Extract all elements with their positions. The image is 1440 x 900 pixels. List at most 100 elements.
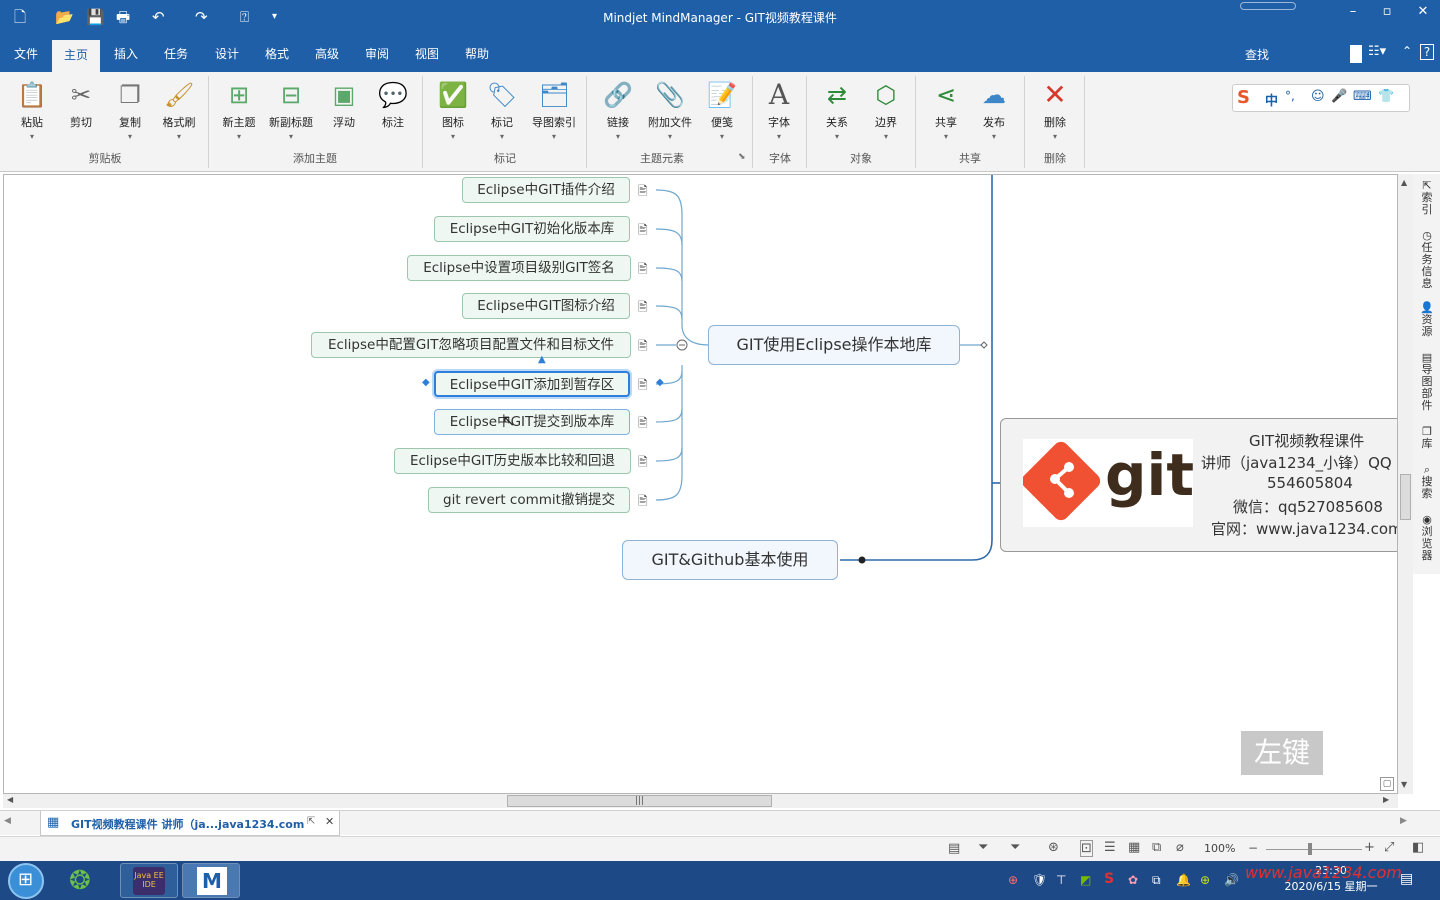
customize-qa-icon[interactable]: ▾ xyxy=(272,11,278,22)
subtopic-node[interactable]: Eclipse中GIT提交到版本库 xyxy=(434,409,630,435)
publish-button[interactable]: ☁发布▾ xyxy=(968,80,1020,141)
ime-emoji-icon[interactable]: ☺ xyxy=(1311,89,1325,104)
outline-icon[interactable]: ☰ xyxy=(1104,840,1116,855)
collapse-ribbon-icon[interactable]: ⌃ xyxy=(1402,44,1413,58)
menu-task[interactable]: 任务 xyxy=(164,47,189,61)
ime-voice-icon[interactable]: 🎤 xyxy=(1331,89,1348,104)
ime-skin-icon[interactable]: 👕 xyxy=(1378,89,1395,104)
mindmap-canvas[interactable]: Eclipse中GIT插件介绍 Eclipse中GIT初始化版本库 Eclips… xyxy=(3,174,1398,794)
subtopic-node[interactable]: Eclipse中GIT初始化版本库 xyxy=(434,216,630,242)
link-map-icon[interactable]: ⌀ xyxy=(1176,840,1184,855)
topic-github[interactable]: GIT&Github基本使用 xyxy=(622,540,838,580)
selection-handle-top[interactable]: ▲ xyxy=(538,354,546,365)
notes-marker-icon[interactable]: 🖹 xyxy=(638,455,648,469)
floating-topic-button[interactable]: ▣浮动 xyxy=(318,80,370,130)
menu-review[interactable]: 审阅 xyxy=(365,47,390,61)
menu-view[interactable]: 视图 xyxy=(415,47,440,61)
selection-handle-right[interactable]: ◆ xyxy=(656,377,664,388)
new-document-icon[interactable]: 🗋 xyxy=(14,8,27,26)
horizontal-scrollbar[interactable]: ◀ ||| ▶ xyxy=(3,794,1398,808)
fit-map-icon[interactable]: ▢ xyxy=(1380,777,1394,791)
map-index-button[interactable]: 🗂导图索引▾ xyxy=(532,81,576,141)
notification-icon[interactable]: ▤ xyxy=(1400,871,1414,887)
copy-button[interactable]: ❐复制▾ xyxy=(104,80,156,141)
restore-button[interactable]: ▫ xyxy=(1382,4,1392,19)
menu-design[interactable]: 设计 xyxy=(215,47,240,61)
ime-chinese-mode[interactable]: 中 xyxy=(1265,94,1279,109)
tray-update-icon[interactable]: ⊕ xyxy=(1200,873,1211,887)
scroll-right-icon[interactable]: ▶ xyxy=(1383,795,1390,804)
callout-button[interactable]: 💬标注 xyxy=(378,81,408,129)
notes-marker-icon[interactable]: 🖹 xyxy=(638,262,648,276)
icon-button[interactable]: ✅图标▾ xyxy=(438,81,468,141)
taskbar-app-colorful[interactable]: ❂ xyxy=(58,863,116,898)
sidebar-index[interactable]: ⇱索引 xyxy=(1421,179,1433,216)
print-icon[interactable]: 🖶 xyxy=(116,8,131,26)
search-box-icon[interactable] xyxy=(1350,45,1362,63)
start-button[interactable]: ⊞ xyxy=(8,863,44,899)
ime-punctuation-icon[interactable]: °, xyxy=(1285,89,1295,103)
menu-home[interactable]: 主页 xyxy=(52,40,101,72)
dialog-launcher-icon[interactable]: ⬊ xyxy=(738,152,746,162)
tray-tp-icon[interactable]: ⊤ xyxy=(1056,873,1067,887)
sidebar-browser[interactable]: ◉浏览器 xyxy=(1421,513,1433,562)
menu-insert[interactable]: 插入 xyxy=(114,47,139,61)
zoom-in-icon[interactable]: + xyxy=(1364,840,1375,855)
help-qa-icon[interactable]: ⍰ xyxy=(240,8,250,26)
sidebar-library[interactable]: ❐库 xyxy=(1421,425,1433,450)
link-button[interactable]: 🔗链接▾ xyxy=(603,81,633,141)
notes-marker-icon[interactable]: 🖹 xyxy=(638,378,648,392)
save-icon[interactable]: 💾 xyxy=(86,8,105,26)
document-tab[interactable]: ▦ GIT视频教程课件 讲师（ja...java1234.com ⇱ ✕ xyxy=(40,811,340,836)
zoom-slider[interactable] xyxy=(1266,849,1362,850)
vertical-scroll-thumb[interactable] xyxy=(1400,474,1411,520)
cut-button[interactable]: ✂剪切 xyxy=(55,80,107,130)
sidebar-resources[interactable]: 👤资源 xyxy=(1420,301,1434,338)
menu-file[interactable]: 文件 xyxy=(14,47,39,61)
scroll-down-icon[interactable]: ▼ xyxy=(1401,780,1408,789)
tag-button[interactable]: 🏷标记▾ xyxy=(487,81,518,141)
tab-close-icon[interactable]: ✕ xyxy=(325,815,335,828)
tray-app-icon[interactable]: ⊕ xyxy=(1008,873,1019,887)
relationship-button[interactable]: ⇄关系▾ xyxy=(811,80,863,141)
tray-nvidia-icon[interactable]: ◩ xyxy=(1080,873,1092,887)
ime-toolbar[interactable]: S 中 °, ☺ 🎤 ⌨ 👕 xyxy=(1232,84,1410,112)
filter-icon[interactable]: ⏷ xyxy=(978,840,989,855)
subtopic-node[interactable]: Eclipse中配置GIT忽略项目配置文件和目标文件 xyxy=(311,332,631,358)
map-view-icon[interactable]: ⊡ xyxy=(1080,840,1093,857)
subtopic-node[interactable]: git revert commit撤销提交 xyxy=(428,487,630,513)
redo-icon[interactable]: ↷ xyxy=(195,8,208,26)
subtopic-node[interactable]: Eclipse中GIT插件介绍 xyxy=(462,177,630,203)
gantt-view-icon[interactable]: ⧉ xyxy=(1152,840,1162,855)
tray-sogou-icon[interactable]: S xyxy=(1104,871,1115,887)
subtopic-node-selected[interactable]: Eclipse中GIT添加到暂存区 xyxy=(434,371,630,397)
ime-keyboard-icon[interactable]: ⌨ xyxy=(1353,89,1372,104)
open-icon[interactable]: 📂 xyxy=(55,8,74,26)
notes-marker-icon[interactable]: 🖹 xyxy=(638,300,648,314)
notes-marker-icon[interactable]: 🖹 xyxy=(638,339,648,353)
tray-network-icon[interactable]: ⧉ xyxy=(1152,873,1161,887)
menu-advanced[interactable]: 高级 xyxy=(315,47,340,61)
search-label[interactable]: 查找 xyxy=(1245,48,1270,62)
boundary-button[interactable]: ⬡边界▾ xyxy=(860,80,912,141)
tray-volume-icon[interactable]: 🔊 xyxy=(1224,873,1239,887)
central-topic[interactable]: git GIT视频教程课件 讲师（java1234_小锋）QQ 55460580… xyxy=(1000,418,1397,552)
branch-icon[interactable]: ⊛ xyxy=(1048,840,1059,855)
tab-scroll-left-icon[interactable]: ◀ xyxy=(4,816,11,826)
help-icon[interactable]: ? xyxy=(1420,44,1434,60)
paste-button[interactable]: 📋粘贴▾ xyxy=(17,81,47,141)
scroll-left-icon[interactable]: ◀ xyxy=(7,795,14,804)
sidebar-task-info[interactable]: ◷任务信息 xyxy=(1421,229,1433,290)
subtopic-node[interactable]: Eclipse中设置项目级别GIT签名 xyxy=(407,255,631,281)
undo-icon[interactable]: ↶ xyxy=(152,8,165,26)
new-subtopic-button[interactable]: ⊟新副标题▾ xyxy=(269,81,313,141)
menu-format[interactable]: 格式 xyxy=(265,47,290,61)
format-painter-button[interactable]: 🖌格式刷▾ xyxy=(162,81,196,141)
notes-button[interactable]: 📝便笺▾ xyxy=(707,81,737,141)
subtopic-node[interactable]: Eclipse中GIT图标介绍 xyxy=(462,293,630,319)
subtopic-node[interactable]: Eclipse中GIT历史版本比较和回退 xyxy=(394,448,631,474)
notes-marker-icon[interactable]: 🖹 xyxy=(638,416,648,430)
notes-marker-icon[interactable]: 🖹 xyxy=(638,184,648,198)
schedule-view-icon[interactable]: ▦ xyxy=(1128,840,1141,855)
